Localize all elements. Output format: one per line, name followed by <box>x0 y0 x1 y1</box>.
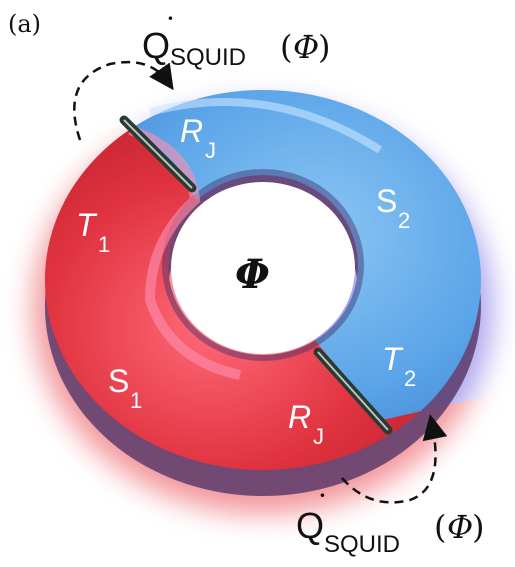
heat-top-close: ) <box>318 28 330 66</box>
s1-base: S <box>108 363 129 399</box>
s1-sub: 1 <box>130 388 142 413</box>
t1-base: T <box>76 207 98 243</box>
t2-base: T <box>382 341 404 377</box>
rj-bottom-sub: J <box>313 424 324 449</box>
inner-hole-rim <box>162 169 364 361</box>
label-s1: S 1 <box>108 363 142 413</box>
label-t1: T 1 <box>76 207 110 257</box>
heat-bottom-sub: SQUID <box>324 531 400 558</box>
heat-top-dot: · <box>166 2 175 35</box>
label-s2: S 2 <box>376 183 410 233</box>
heat-bottom-dot: · <box>318 479 327 512</box>
rj-bottom-base: R <box>288 399 311 435</box>
inner-hole <box>171 182 355 354</box>
label-rj-top: R J <box>180 113 216 163</box>
s2-sub: 2 <box>398 208 410 233</box>
heat-bottom-open: ( <box>434 508 446 546</box>
heat-top-q: Q <box>142 25 170 66</box>
heat-bottom-phi: Φ <box>447 508 473 546</box>
heat-label-bottom: · Q SQUID ( Φ ) <box>296 479 484 558</box>
label-t2: T 2 <box>382 341 416 391</box>
t2-sub: 2 <box>404 366 416 391</box>
red-highlight <box>128 125 242 380</box>
label-rj-bottom: R J <box>288 399 324 449</box>
heat-label-top: · Q SQUID ( Φ ) <box>142 2 330 71</box>
heat-arrow-top <box>73 60 174 141</box>
junction-bottom-edge <box>317 351 389 431</box>
heat-bottom-close: ) <box>472 508 484 546</box>
heat-arrow-bottom <box>341 414 448 504</box>
heat-top-sub: SQUID <box>170 44 246 71</box>
s2-base: S <box>376 183 397 219</box>
flux-label: Φ <box>235 251 270 298</box>
blue-highlight <box>148 97 383 154</box>
junction-top-edge <box>123 119 193 189</box>
rj-top-sub: J <box>205 138 216 163</box>
panel-label: (a) <box>8 10 41 38</box>
heat-top-phi: Φ <box>293 28 319 66</box>
t1-sub: 1 <box>98 232 110 257</box>
heat-top-open: ( <box>280 28 292 66</box>
rj-top-base: R <box>180 113 203 149</box>
heat-bottom-q: Q <box>296 505 324 546</box>
